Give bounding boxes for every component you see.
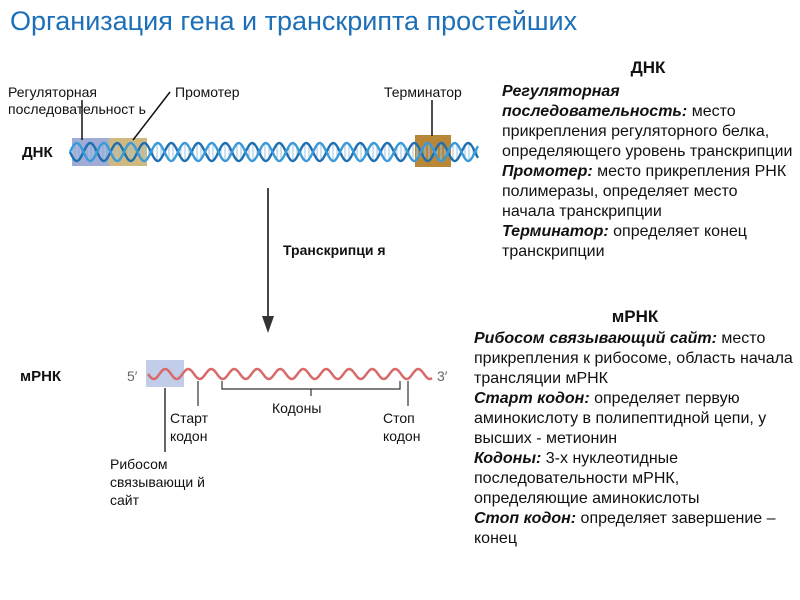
dna-description-panel: ДНК Регуляторная последовательность: мес… [502,58,794,262]
dna-helix [68,141,480,163]
dna-panel-item-text: место прикрепления регуляторного белка, … [502,103,793,160]
mrna-panel-item-term: Кодоны: [474,450,542,467]
mrna-panel-item-text: 3-х нуклеотидные последовательности мРНК… [474,450,700,507]
dna-strand-b [68,141,480,163]
rbs-label: Рибосом связывающи й сайт [110,456,205,508]
mrna-panel-item: Стоп кодон: определяет завершение – коне… [474,509,796,549]
three-prime-label: 3′ [437,368,448,384]
transcription-arrow-head [262,316,274,333]
mrna-description-panel: мРНК Рибосом связывающий сайт: место при… [474,307,796,549]
mrna-panel-item-term: Рибосом связывающий сайт: [474,330,717,347]
dna-panel-item-text: место прикрепления РНК полимеразы, опред… [502,163,787,220]
dna-panel-item: Терминатор: определяет конец транскрипци… [502,222,794,262]
mrna-panel-item: Старт кодон: определяет первую аминокисл… [474,389,796,449]
mrna-label: мРНК [20,368,62,385]
rbs-box [146,360,184,387]
mrna-panel-item: Рибосом связывающий сайт: место прикрепл… [474,329,796,389]
mrna-panel-item-term: Старт кодон: [474,390,590,407]
stop-codon-label: Стоп кодон [383,410,421,444]
terminator-label: Терминатор [384,84,462,100]
five-prime-label: 5′ [127,368,138,384]
promoter-pointer [132,91,171,141]
transcription-label: Транскрипци я [283,242,386,258]
page-title: Организация гена и транскрипта простейши… [10,6,578,36]
dna-panel-item-term: Промотер: [502,163,593,180]
dna-panel-item: Промотер: место прикрепления РНК полимер… [502,162,794,222]
dna-panel-item: Регуляторная последовательность: место п… [502,82,794,162]
promoter-label: Промотер [175,84,240,100]
regulatory-label: Регуляторная последовательност ь [8,84,146,117]
mrna-panel-item-text: определяет завершение – конец [474,510,776,547]
mrna-panel-item-text: определяет первую аминокислоту в полипеп… [474,390,767,447]
codons-bracket [221,381,401,390]
start-codon-label: Старт кодон [170,410,209,444]
mrna-strand [146,367,433,381]
codons-label: Кодоны [272,400,322,416]
dna-panel-item-term: Терминатор: [502,223,609,240]
dna-panel-item-term: Регуляторная последовательность: [502,83,688,120]
dna-panel-header: ДНК [630,58,666,77]
mrna-panel-header: мРНК [611,307,659,326]
mrna-panel-item: Кодоны: 3-х нуклеотидные последовательно… [474,449,796,509]
mrna-panel-item-text: место прикрепления к рибосоме, область н… [474,330,793,387]
dna-panel-item-text: определяет конец транскрипции [502,223,747,260]
dna-label: ДНК [22,144,53,161]
mrna-panel-item-term: Стоп кодон: [474,510,577,527]
